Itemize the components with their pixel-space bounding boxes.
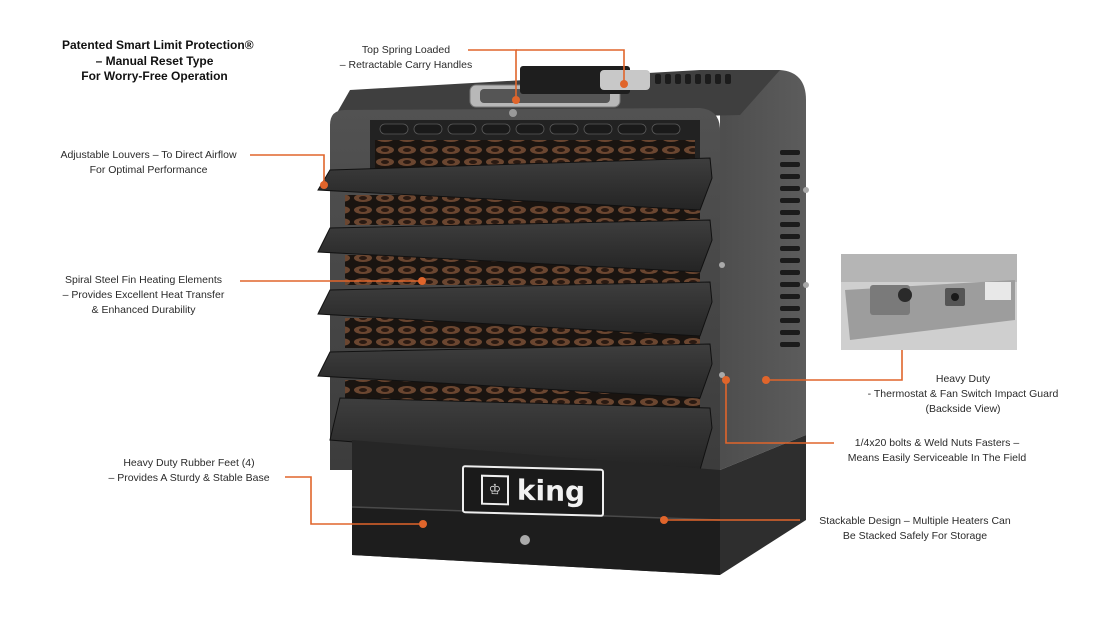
callout-guard-line-1: Heavy Duty bbox=[935, 373, 991, 385]
callout-elements-line-1: Spiral Steel Fin Heating Elements bbox=[65, 274, 222, 286]
callout-guard-line-2: - Thermostat & Fan Switch Impact Guard bbox=[867, 388, 1059, 400]
callout-feet-line-2: – Provides A Sturdy & Stable Base bbox=[108, 472, 270, 484]
louvers bbox=[317, 157, 713, 471]
impact-guard-photo bbox=[841, 254, 1017, 350]
callout-stack-line-2: Be Stacked Safely For Storage bbox=[842, 530, 988, 542]
callout-stack: Stackable Design – Multiple Heaters Can … bbox=[800, 514, 1030, 544]
headline-line-2: – Manual Reset Type bbox=[95, 53, 214, 68]
callout-handles-line-2: – Retractable Carry Handles bbox=[339, 59, 473, 71]
callout-bolts-line-2: Means Easily Serviceable In The Field bbox=[847, 452, 1027, 464]
callout-louvers: Adjustable Louvers – To Direct Airflow F… bbox=[46, 148, 251, 178]
callout-handles: Top Spring Loaded – Retractable Carry Ha… bbox=[326, 43, 486, 73]
callout-louvers-line-1: Adjustable Louvers – To Direct Airflow bbox=[60, 149, 237, 161]
headline-line-1: Patented Smart Limit Protection® bbox=[62, 38, 254, 52]
carry-handle bbox=[469, 66, 650, 108]
callout-guard: Heavy Duty - Thermostat & Fan Switch Imp… bbox=[848, 372, 1078, 417]
callout-handles-line-1: Top Spring Loaded bbox=[361, 44, 451, 56]
brand-logo: ♔ king bbox=[462, 465, 604, 517]
callout-feet: Heavy Duty Rubber Feet (4) – Provides A … bbox=[94, 456, 284, 486]
headline-line-3: For Worry-Free Operation bbox=[81, 69, 228, 83]
callout-feet-line-1: Heavy Duty Rubber Feet (4) bbox=[123, 457, 255, 469]
side-panel bbox=[700, 70, 809, 575]
callout-elements: Spiral Steel Fin Heating Elements – Prov… bbox=[46, 273, 241, 318]
brand-logo-text: king bbox=[516, 473, 586, 509]
callout-guard-line-3: (Backside View) bbox=[925, 403, 1001, 415]
headline: Patented Smart Limit Protection® – Manua… bbox=[62, 38, 254, 85]
callout-bolts-line-1: 1/4x20 bolts & Weld Nuts Fasters – bbox=[854, 437, 1020, 449]
callout-stack-line-1: Stackable Design – Multiple Heaters Can bbox=[819, 515, 1011, 527]
crown-shield-icon: ♔ bbox=[480, 474, 509, 506]
callout-bolts: 1/4x20 bolts & Weld Nuts Fasters – Means… bbox=[832, 436, 1042, 466]
callout-louvers-line-2: For Optimal Performance bbox=[89, 164, 208, 176]
callout-elements-line-2: – Provides Excellent Heat Transfer bbox=[62, 289, 225, 301]
callout-elements-line-3: & Enhanced Durability bbox=[91, 304, 196, 316]
